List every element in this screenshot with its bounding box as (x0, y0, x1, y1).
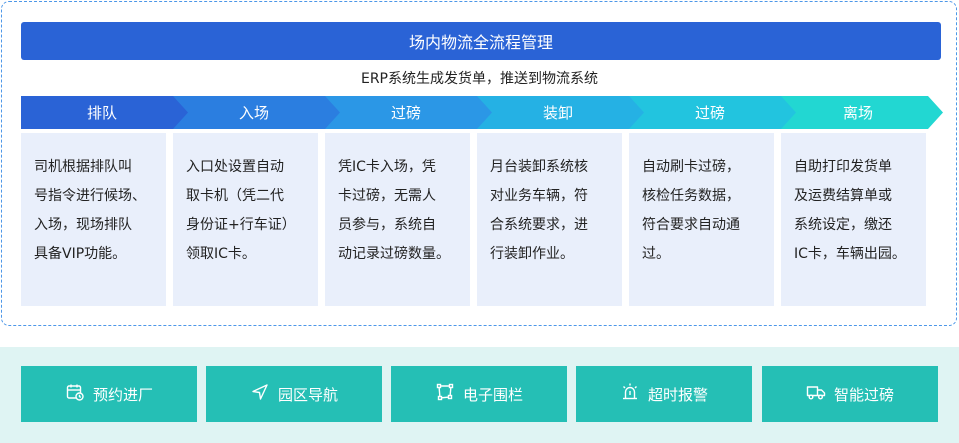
feature-label: 园区导航 (277, 385, 338, 404)
step-label: 离场 (842, 104, 873, 122)
card-line: 领取IC卡。 (186, 246, 256, 262)
feature-park-navigation: 园区导航 (206, 366, 382, 422)
card-line: 入口处设置自动 (186, 159, 284, 175)
step-card-load-unload: 月台装卸系统核 对业务车辆，符 合系统要求，进 行装卸作业。 (477, 133, 622, 306)
card-line: 系统设定，缴还 (794, 217, 892, 233)
feature-timeout-alarm: 超时报警 (576, 366, 752, 422)
card-line: 员参与，系统自 (338, 217, 436, 233)
step-entry: 入场 (173, 96, 343, 129)
calendar-clock-icon (65, 382, 85, 406)
step-weigh-in: 过磅 (325, 96, 495, 129)
feature-label: 电子围栏 (462, 385, 523, 404)
card-line: 司机根据排队叫 (34, 159, 132, 175)
card-line: 卡过磅，无需人 (338, 188, 436, 204)
page-title-bar: 场内物流全流程管理 (21, 22, 941, 60)
card-line: 具备VIP功能。 (34, 246, 127, 262)
card-line: 自助打印发货单 (794, 159, 892, 175)
step-card-entry: 入口处设置自动 取卡机（凭二代 身份证+行车证） 领取IC卡。 (173, 133, 318, 306)
card-line: 自动刷卡过磅， (642, 159, 740, 175)
step-exit: 离场 (781, 96, 943, 129)
card-line: 动记录过磅数量。 (338, 246, 450, 262)
step-label: 过磅 (694, 104, 725, 122)
card-line: 及运费结算单或 (794, 188, 892, 204)
feature-label: 预约进厂 (92, 385, 153, 404)
card-line: 行装卸作业。 (490, 246, 574, 262)
card-line: 符合要求自动通 (642, 217, 740, 233)
step-weigh-out: 过磅 (629, 96, 799, 129)
step-card-queue: 司机根据排队叫 号指令进行候场、 入场，现场排队 具备VIP功能。 (21, 133, 166, 306)
step-card-exit: 自助打印发货单 及运费结算单或 系统设定，缴还 IC卡，车辆出园。 (781, 133, 926, 306)
step-card-weigh-in: 凭IC卡入场，凭 卡过磅，无需人 员参与，系统自 动记录过磅数量。 (325, 133, 470, 306)
card-line: IC卡，车辆出园。 (794, 246, 906, 262)
truck-icon (806, 382, 826, 406)
step-queue: 排队 (21, 96, 191, 129)
navigation-arrow-icon (250, 382, 270, 406)
card-line: 对业务车辆，符 (490, 188, 588, 204)
step-card-weigh-out: 自动刷卡过磅， 核检任务数据， 符合要求自动通 过。 (629, 133, 774, 306)
card-line: 核检任务数据， (642, 188, 740, 204)
feature-smart-weighing: 智能过磅 (762, 366, 938, 422)
card-line: 号指令进行候场、 (34, 188, 146, 204)
step-label: 入场 (238, 104, 269, 122)
feature-electronic-fence: 电子围栏 (391, 366, 567, 422)
step-label: 排队 (86, 104, 117, 122)
card-line: 合系统要求，进 (490, 217, 588, 233)
card-line: 过。 (642, 246, 670, 262)
process-frame (1, 1, 957, 326)
card-line: 入场，现场排队 (34, 217, 132, 233)
card-line: 凭IC卡入场，凭 (338, 159, 436, 175)
card-line: 取卡机（凭二代 (186, 188, 284, 204)
card-line: 月台装卸系统核 (490, 159, 588, 175)
fence-polygon-icon (435, 382, 455, 406)
step-label: 过磅 (390, 104, 421, 122)
alarm-light-icon (620, 382, 640, 406)
page-title: 场内物流全流程管理 (408, 33, 553, 52)
step-load-unload: 装卸 (477, 96, 647, 129)
feature-label: 智能过磅 (833, 385, 894, 404)
feature-label: 超时报警 (647, 385, 708, 404)
card-line: 身份证+行车证） (186, 217, 296, 233)
feature-appointment-entry: 预约进厂 (21, 366, 197, 422)
step-label: 装卸 (542, 104, 573, 122)
page-subtitle: ERP系统生成发货单，推送到物流系统 (360, 71, 598, 87)
